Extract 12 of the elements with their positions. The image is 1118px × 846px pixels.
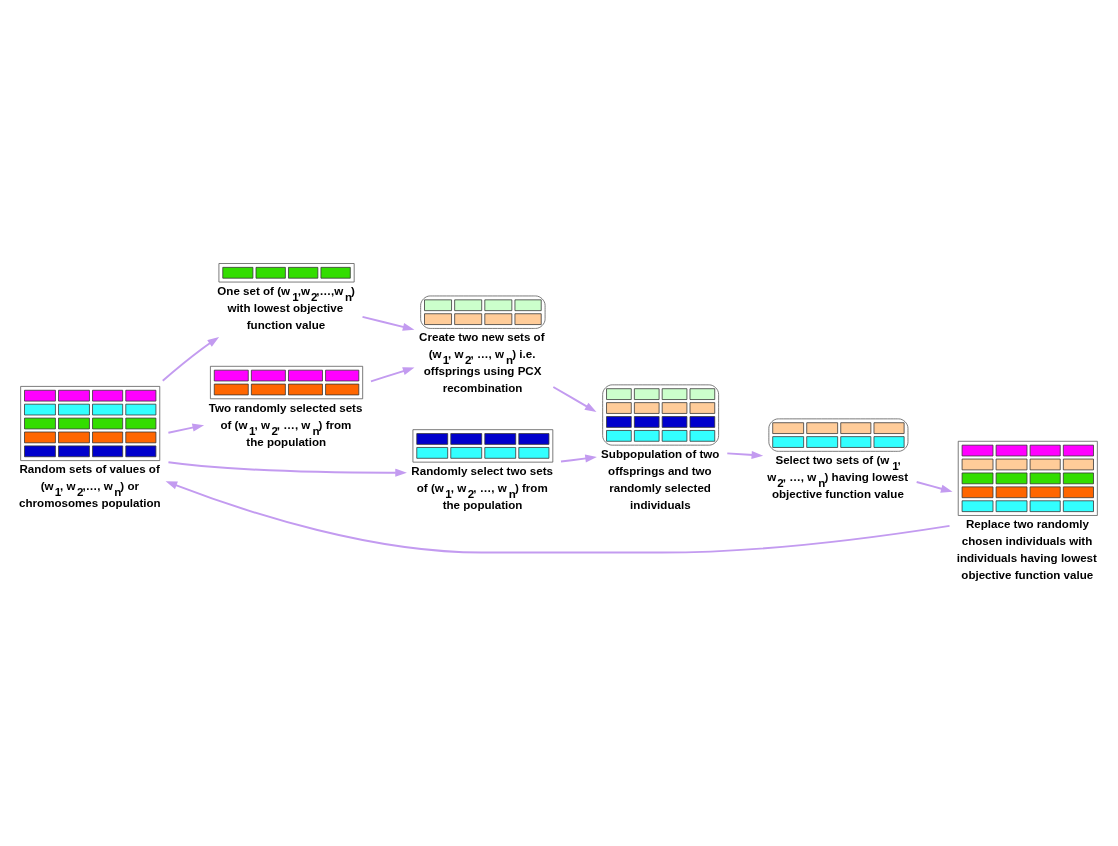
arrow: [560, 453, 597, 463]
arrow: [165, 480, 951, 554]
arrow: [161, 336, 220, 382]
node-label: Replace two randomly chosen individuals with individuals having lowest objective function value: [956, 517, 1097, 581]
arrow: [167, 423, 205, 434]
arrow: [361, 315, 415, 331]
arrow: [552, 385, 597, 412]
arrow: [915, 480, 953, 493]
node-label: Subpopulation of two offsprings and two randomly selected individuals: [601, 447, 720, 511]
arrow: [726, 450, 764, 459]
arrow: [167, 460, 407, 477]
arrow: [369, 366, 415, 382]
